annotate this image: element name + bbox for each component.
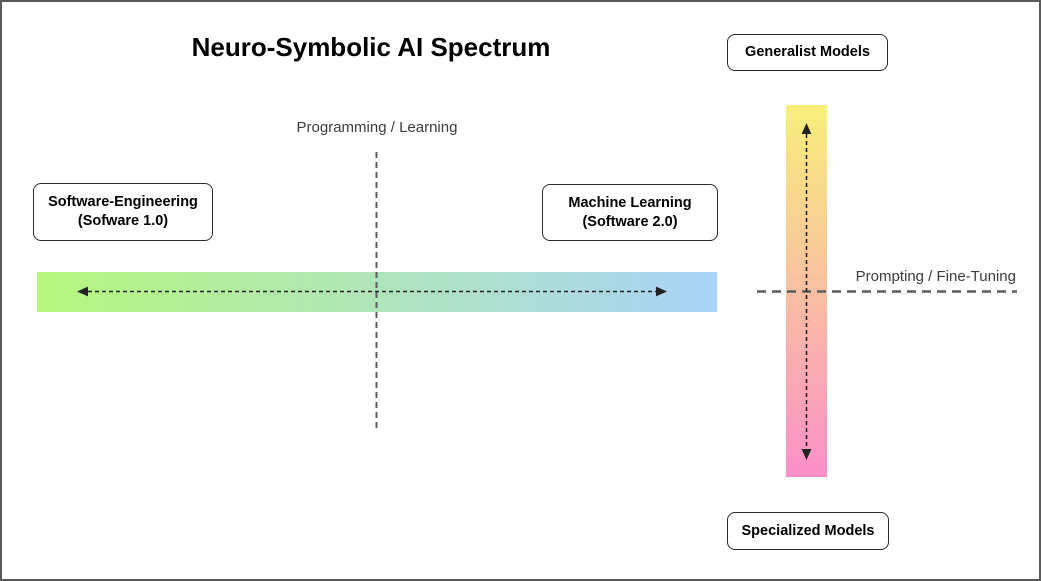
node-specialized-models: Specialized Models — [727, 512, 889, 550]
node-label-line2: (Software 2.0) — [582, 213, 678, 230]
page-title: Neuro-Symbolic AI Spectrum — [191, 32, 551, 62]
prompting-finetuning-axis-label: Prompting / Fine-Tuning — [855, 268, 1016, 285]
node-machine-learning: Machine Learning (Software 2.0) — [542, 184, 718, 241]
node-label-line1: Software-Engineering — [48, 194, 198, 210]
node-label: Generalist Models — [745, 44, 870, 60]
node-label-line1: Machine Learning — [568, 194, 692, 211]
vertical-spectrum-bar — [786, 105, 827, 477]
node-software-engineering: Software-Engineering (Sofware 1.0) — [33, 183, 213, 241]
node-label: Specialized Models — [741, 522, 875, 539]
programming-learning-axis-label: Programming / Learning — [296, 119, 458, 136]
horizontal-spectrum-bar — [37, 272, 717, 312]
node-label-line2: (Sofware 1.0) — [77, 213, 169, 229]
node-generalist-models: Generalist Models — [727, 34, 888, 71]
